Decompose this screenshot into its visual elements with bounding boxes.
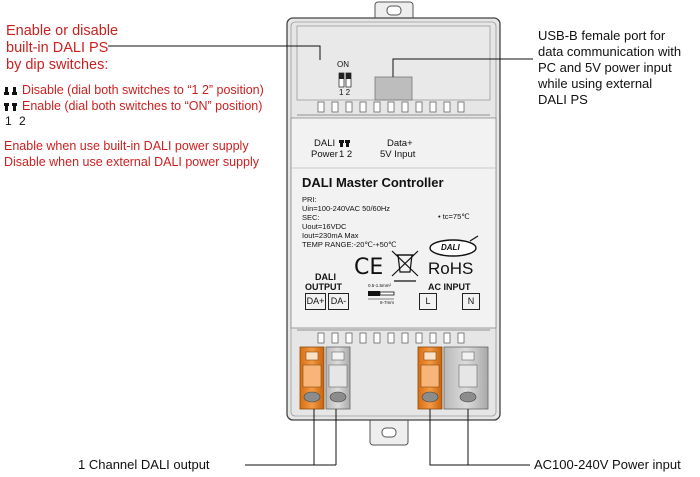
rohs-mark: RoHS <box>428 259 474 278</box>
dali-logo <box>429 235 479 257</box>
dip-on-label: ON <box>337 60 349 69</box>
ce-mark: CE <box>354 255 384 280</box>
dali-output-label-2: OUTPUT <box>305 282 342 292</box>
ac-input-callout: AC100-240V Power input <box>534 457 681 472</box>
dali-output-callout: 1 Channel DALI output <box>78 457 210 472</box>
dip-title-line-2: built-in DALI PS <box>6 40 109 56</box>
ac-input-label: AC INPUT <box>428 282 471 292</box>
dali-logo-text: DALI <box>441 243 460 252</box>
terminal-da-plus: DA+ <box>305 293 326 310</box>
switch-number-2: 2 <box>19 114 26 128</box>
spec-line-3: SEC: <box>302 213 320 222</box>
usb-callout-line-2: data communication with <box>538 44 682 59</box>
dip-switch-graphic <box>338 72 352 88</box>
wire-strip-icon <box>368 291 395 300</box>
terminal-n: N <box>462 293 480 310</box>
spec-line-4: Uout=16VDC <box>302 222 347 231</box>
device-title: DALI Master Controller <box>302 175 444 190</box>
usb-callout-line-5: DALI PS <box>538 92 588 107</box>
leader-lines <box>108 45 533 466</box>
usb-callout-line-4: while using external <box>538 76 653 91</box>
ac-input-terminals <box>417 346 489 410</box>
dali-power-label-2: Power <box>311 149 338 160</box>
spec-line-2: Uin=100-240VAC 50/60Hz <box>302 204 391 213</box>
dip-title-line-1: Enable or disable <box>6 23 119 39</box>
spec-line-6: TEMP RANGE:-20℃-+50℃ <box>302 240 397 249</box>
usb-port-graphic <box>374 76 413 101</box>
dali-power-numbers: 1 2 <box>339 149 353 160</box>
top-mount-tab <box>374 1 414 23</box>
usb-callout-line-3: PC and 5V power input <box>538 60 672 75</box>
data-label-2: 5V Input <box>380 149 416 160</box>
switch-on-icon <box>4 103 17 111</box>
spec-line-1: PRI: <box>302 195 317 204</box>
dip-numbers: 1 2 <box>339 88 351 97</box>
wire-spec-top: 0.5-1.5mm² <box>368 283 392 288</box>
terminal-da-minus: DA- <box>328 293 349 310</box>
disable-when-note: Disable when use external DALI power sup… <box>4 155 259 169</box>
terminal-l: L <box>419 293 437 310</box>
dip-title-line-3: by dip switches: <box>6 57 109 73</box>
dali-output-terminals <box>299 346 351 410</box>
top-vents <box>317 101 465 113</box>
spec-line-5: Iout=230mA Max <box>302 231 359 240</box>
dali-output-label-1: DALI <box>315 272 336 282</box>
enable-when-note: Enable when use built-in DALI power supp… <box>4 139 249 153</box>
usb-callout-line-1: USB-B female port for <box>538 28 666 43</box>
dali-power-label-1: DALI <box>314 138 336 149</box>
tc-rating: • tc=75℃ <box>438 212 470 221</box>
face-dip-icon <box>339 140 350 147</box>
disable-option: Disable (dial both switches to “1 2” pos… <box>22 83 264 97</box>
wire-spec-bottom: 6-7mm <box>380 300 395 305</box>
switch-off-icon <box>4 87 17 95</box>
data-label-1: Data+ <box>387 138 413 149</box>
enable-option: Enable (dial both switches to “ON” posit… <box>22 99 263 113</box>
weee-symbol <box>391 250 419 282</box>
bottom-vents <box>317 332 465 344</box>
switch-number-1: 1 <box>5 114 12 128</box>
